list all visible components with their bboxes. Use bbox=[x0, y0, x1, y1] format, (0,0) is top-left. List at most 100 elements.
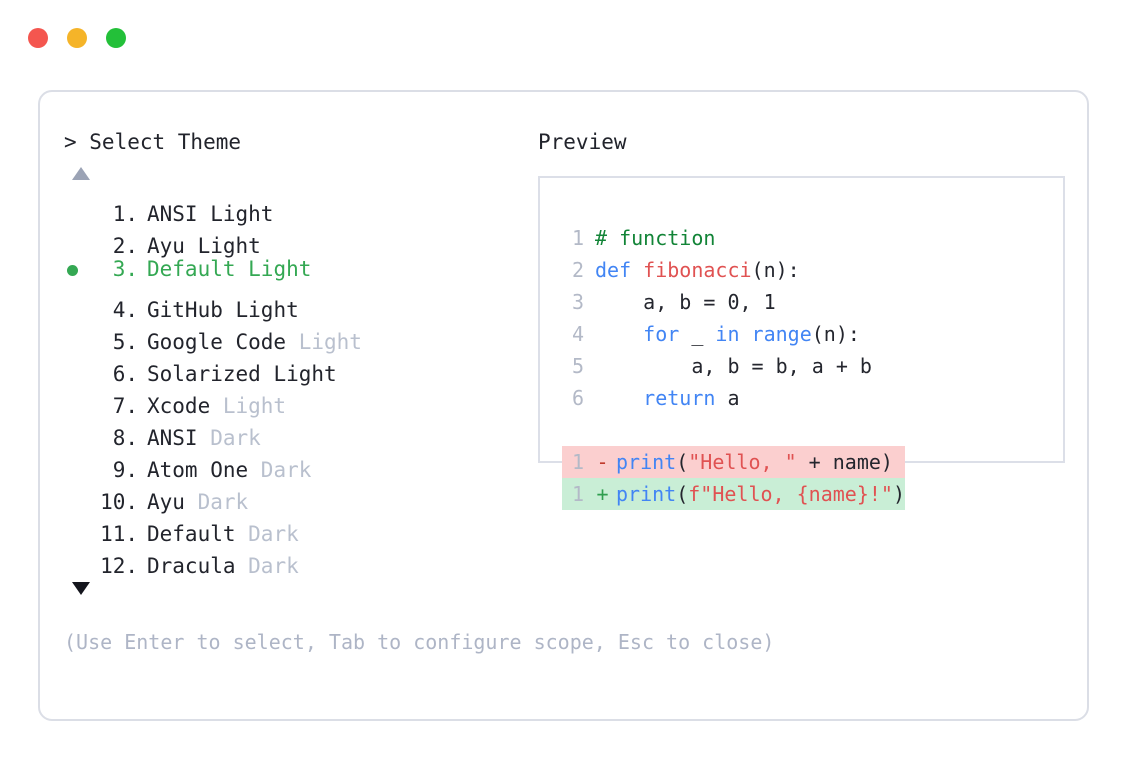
keyboard-hint: (Use Enter to select, Tab to configure s… bbox=[64, 630, 775, 654]
line-number: 3 bbox=[571, 290, 584, 314]
selection-indicator-cell bbox=[64, 189, 90, 221]
theme-item-variant: Light bbox=[248, 257, 312, 281]
prompt-heading: > Select Theme bbox=[64, 130, 242, 154]
code-preview-box: 1 # function 2 def fibonacci(n): 3 a, b = 0,… bbox=[538, 176, 1065, 510]
selected-bullet-icon bbox=[67, 265, 78, 276]
theme-list-item[interactable]: 12. Dracula Dark bbox=[64, 541, 534, 578]
theme-list-item[interactable]: 7. Xcode Light bbox=[64, 381, 534, 418]
selection-indicator-cell bbox=[64, 381, 90, 413]
theme-item-number: 12. bbox=[100, 554, 138, 578]
line-number: 2 bbox=[571, 258, 584, 282]
theme-item-label: Ayu Light bbox=[147, 234, 261, 258]
code-block: 1 # function 2 def fibonacci(n): 3 a, b = 0,… bbox=[562, 222, 906, 510]
theme-item-label: Dracula Dark bbox=[147, 554, 299, 578]
theme-list-item[interactable]: 2. Ayu Light bbox=[64, 221, 534, 258]
theme-list-item[interactable]: 1. ANSI Light bbox=[64, 189, 534, 226]
triangle-down-icon[interactable] bbox=[72, 582, 90, 595]
theme-list-item[interactable]: 3.Default Light bbox=[64, 253, 534, 285]
code-text: a, b = b, a + b bbox=[595, 354, 872, 378]
maximize-dot[interactable] bbox=[106, 28, 126, 48]
theme-item-variant: Dark bbox=[248, 522, 299, 546]
code-spacer bbox=[562, 414, 905, 446]
theme-list-item[interactable]: 5. Google Code Light bbox=[64, 317, 534, 354]
theme-item-variant: Light bbox=[222, 394, 287, 418]
selection-indicator-cell bbox=[64, 285, 90, 317]
theme-item-number: 5. bbox=[112, 330, 138, 354]
theme-list-item[interactable]: 11. Default Dark bbox=[64, 509, 534, 546]
code-line: 6 return a bbox=[562, 382, 905, 414]
theme-item-variant: Light bbox=[197, 234, 261, 258]
diff-added-line: 1 + print(f"Hello, {name}!") bbox=[562, 478, 906, 510]
theme-item-number: 1. bbox=[112, 202, 138, 226]
theme-item-label: Google Code Light bbox=[147, 330, 362, 354]
theme-item-label: Atom One Dark bbox=[147, 458, 312, 482]
preview-heading: Preview bbox=[538, 130, 627, 154]
code-line: 4 for _ in range(n): bbox=[562, 318, 905, 350]
theme-item-number: 11. bbox=[100, 522, 138, 546]
selection-indicator-cell bbox=[64, 349, 90, 381]
theme-item-label: Default Dark bbox=[147, 522, 299, 546]
selection-indicator-cell bbox=[64, 317, 90, 349]
diff-minus-sign: - bbox=[596, 450, 609, 474]
code-text: for _ in range(n): bbox=[643, 322, 860, 346]
minimize-dot[interactable] bbox=[67, 28, 87, 48]
theme-item-variant: Dark bbox=[210, 426, 261, 450]
theme-item-number: 9. bbox=[112, 458, 138, 482]
theme-list-item[interactable]: 4. GitHub Light bbox=[64, 285, 534, 322]
window-traffic-lights bbox=[28, 28, 126, 48]
theme-list-item[interactable]: 8. ANSI Dark bbox=[64, 413, 534, 450]
selection-indicator-cell bbox=[64, 221, 90, 253]
theme-item-number: 4. bbox=[112, 298, 138, 322]
code-text: return a bbox=[643, 386, 740, 410]
code-text: # function bbox=[595, 226, 716, 250]
line-number: 1 bbox=[571, 450, 584, 474]
code-line: 1 # function bbox=[562, 222, 905, 254]
theme-item-variant: Light bbox=[235, 298, 299, 322]
theme-item-variant: Dark bbox=[197, 490, 249, 514]
theme-item-label: ANSI Light bbox=[147, 202, 274, 226]
theme-item-label: Xcode Light bbox=[147, 394, 287, 418]
theme-item-number: 10. bbox=[100, 490, 138, 514]
theme-list-item[interactable]: 10. Ayu Dark bbox=[64, 477, 534, 514]
code-text: print(f"Hello, {name}!") bbox=[616, 482, 906, 506]
close-dot[interactable] bbox=[28, 28, 48, 48]
selection-indicator-cell bbox=[64, 255, 90, 287]
code-text: def fibonacci(n): bbox=[595, 258, 800, 282]
code-text: print("Hello, " + name) bbox=[616, 450, 893, 474]
theme-list-item[interactable]: 9. Atom One Dark bbox=[64, 445, 534, 482]
theme-item-label: ANSI Dark bbox=[147, 426, 261, 450]
selection-indicator-cell bbox=[64, 413, 90, 445]
theme-item-variant: Light bbox=[273, 362, 337, 386]
preview-column: Preview bbox=[538, 128, 1068, 156]
diff-plus-sign: + bbox=[596, 482, 609, 506]
code-line: 3 a, b = 0, 1 bbox=[562, 286, 905, 318]
line-number: 6 bbox=[571, 386, 584, 410]
theme-item-label: Ayu Dark bbox=[147, 490, 249, 514]
theme-item-number: 8. bbox=[112, 426, 138, 450]
selection-indicator-cell bbox=[64, 509, 90, 541]
selection-indicator-cell bbox=[64, 445, 90, 477]
code-line: 5 a, b = b, a + b bbox=[562, 350, 905, 382]
theme-item-number: 7. bbox=[112, 394, 138, 418]
triangle-up-icon[interactable] bbox=[72, 167, 90, 180]
line-number: 5 bbox=[571, 354, 584, 378]
line-number: 1 bbox=[571, 482, 584, 506]
code-line: 2 def fibonacci(n): bbox=[562, 254, 905, 286]
theme-item-label: Default Light bbox=[147, 257, 312, 281]
diff-removed-line: 1-print("Hello, " + name) bbox=[562, 446, 906, 478]
theme-list-item[interactable]: 6.Solarized Light bbox=[64, 349, 534, 386]
line-number: 1 bbox=[571, 226, 584, 250]
code-text: a, b = 0, 1 bbox=[595, 290, 776, 314]
theme-item-number: 6. bbox=[112, 362, 138, 386]
theme-item-variant: Light bbox=[210, 202, 274, 226]
theme-item-label: GitHub Light bbox=[147, 298, 299, 322]
theme-item-number: 2. bbox=[112, 234, 138, 258]
theme-item-variant: Dark bbox=[260, 458, 312, 482]
selection-indicator-cell bbox=[64, 541, 90, 573]
line-number: 4 bbox=[571, 322, 584, 346]
theme-item-variant: Dark bbox=[248, 554, 299, 578]
